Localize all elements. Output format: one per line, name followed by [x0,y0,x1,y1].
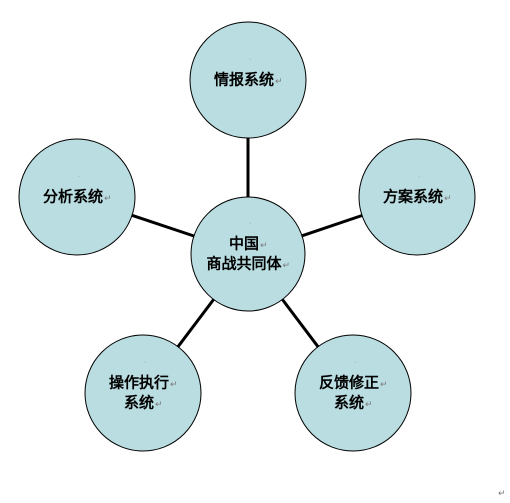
node-tick-mark: ˊ [249,59,252,66]
node-label-execute-line-1: 系统 [124,394,154,412]
paragraph-mark: ↵ [283,261,291,271]
node-circle-intel [189,21,307,139]
node-circle-execute [84,334,202,452]
node-circle-plan [358,138,476,256]
connector-feedback [281,298,320,348]
node-tick-mark: ˊ [354,362,357,369]
node-tick-mark: ˊ [249,223,252,230]
node-plan: ˊ 方案系统↵ [358,138,476,256]
paragraph-mark: ↵ [275,77,283,87]
connector-analysis [131,213,195,238]
node-layer: ˊ中国↵商战共同体↵ˊ情报系统↵ˊ方案系统↵ˊ反馈修正↵系统↵ˊ操作执行↵系统↵… [18,21,476,452]
node-center: ˊ中国↵商战共同体↵ [190,196,306,312]
connector-plan [301,214,363,238]
connector-layer [131,138,363,348]
node-analysis: ˊ 分析系统↵ [18,138,136,256]
paragraph-mark: ↵ [260,241,268,251]
node-tick-mark: ˊ [78,176,81,183]
node-label-analysis-line-0: 分析系统 [43,188,103,206]
node-circle-analysis [18,138,136,256]
node-label-center-line-0: 中国 [229,235,259,253]
node-tick-mark: ˊ [144,362,147,369]
page-end-paragraph-mark: ↵ [498,489,506,499]
paragraph-mark: ↵ [380,380,388,390]
paragraph-mark: ↵ [365,400,373,410]
node-label-intel-line-0: 情报系统 [214,71,274,89]
node-circle-center [190,196,306,312]
paragraph-mark: ↵ [170,380,178,390]
node-intel: ˊ 情报系统↵ [189,21,307,139]
paragraph-mark: ↵ [155,400,163,410]
paragraph-mark: ↵ [104,194,112,204]
paragraph-mark: ↵ [444,194,452,204]
node-label-feedback-line-1: 系统 [334,394,364,412]
node-label-feedback-line-0: 反馈修正 [319,374,379,392]
node-label-execute-line-0: 操作执行 [109,374,169,392]
connector-execute [176,298,215,348]
node-label-center-line-1: 商战共同体 [206,255,282,273]
node-label-plan-line-0: 方案系统 [383,188,443,206]
node-tick-mark: ˊ [418,176,421,183]
node-circle-feedback [294,334,412,452]
